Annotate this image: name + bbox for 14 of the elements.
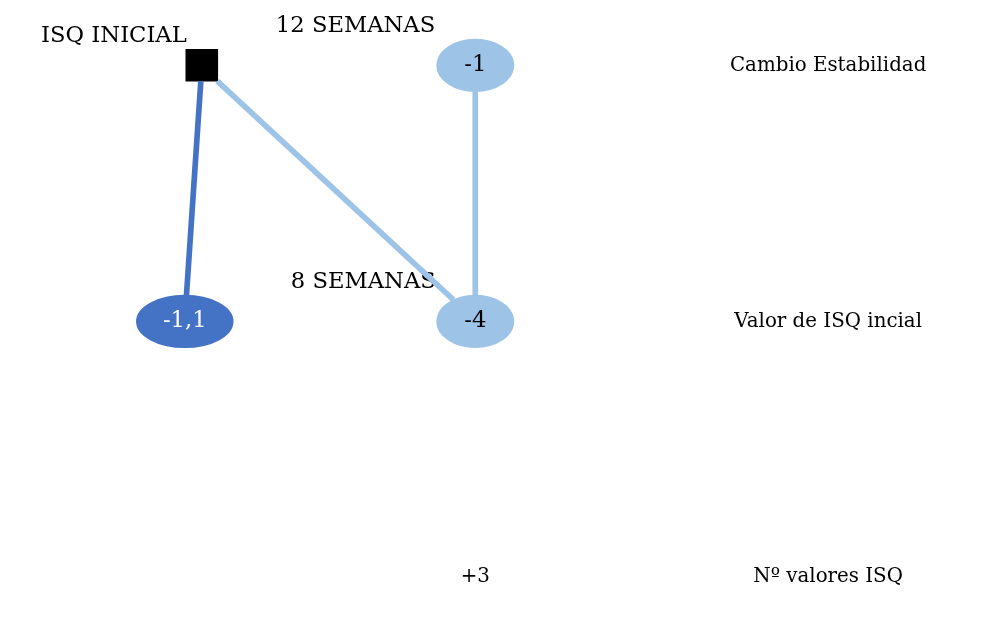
- connector: [183, 80, 204, 296]
- connector: [215, 79, 456, 302]
- node-label: ISQ INICIAL: [41, 21, 187, 48]
- node-ellipse: -4: [436, 294, 515, 349]
- node-label: 8 SEMANAS: [290, 267, 436, 294]
- node-label: 12 SEMANAS: [275, 10, 436, 37]
- legend-label: Nº valores ISQ: [753, 564, 903, 588]
- node-ellipse: -1,1: [136, 294, 234, 349]
- legend-label: Cambio Estabilidad: [729, 52, 927, 76]
- connector: [472, 91, 479, 296]
- label: +3: [460, 564, 490, 588]
- node-ellipse: -1: [436, 38, 515, 92]
- node-box: [185, 49, 219, 82]
- legend-label: Valor de ISQ incial: [734, 308, 923, 332]
